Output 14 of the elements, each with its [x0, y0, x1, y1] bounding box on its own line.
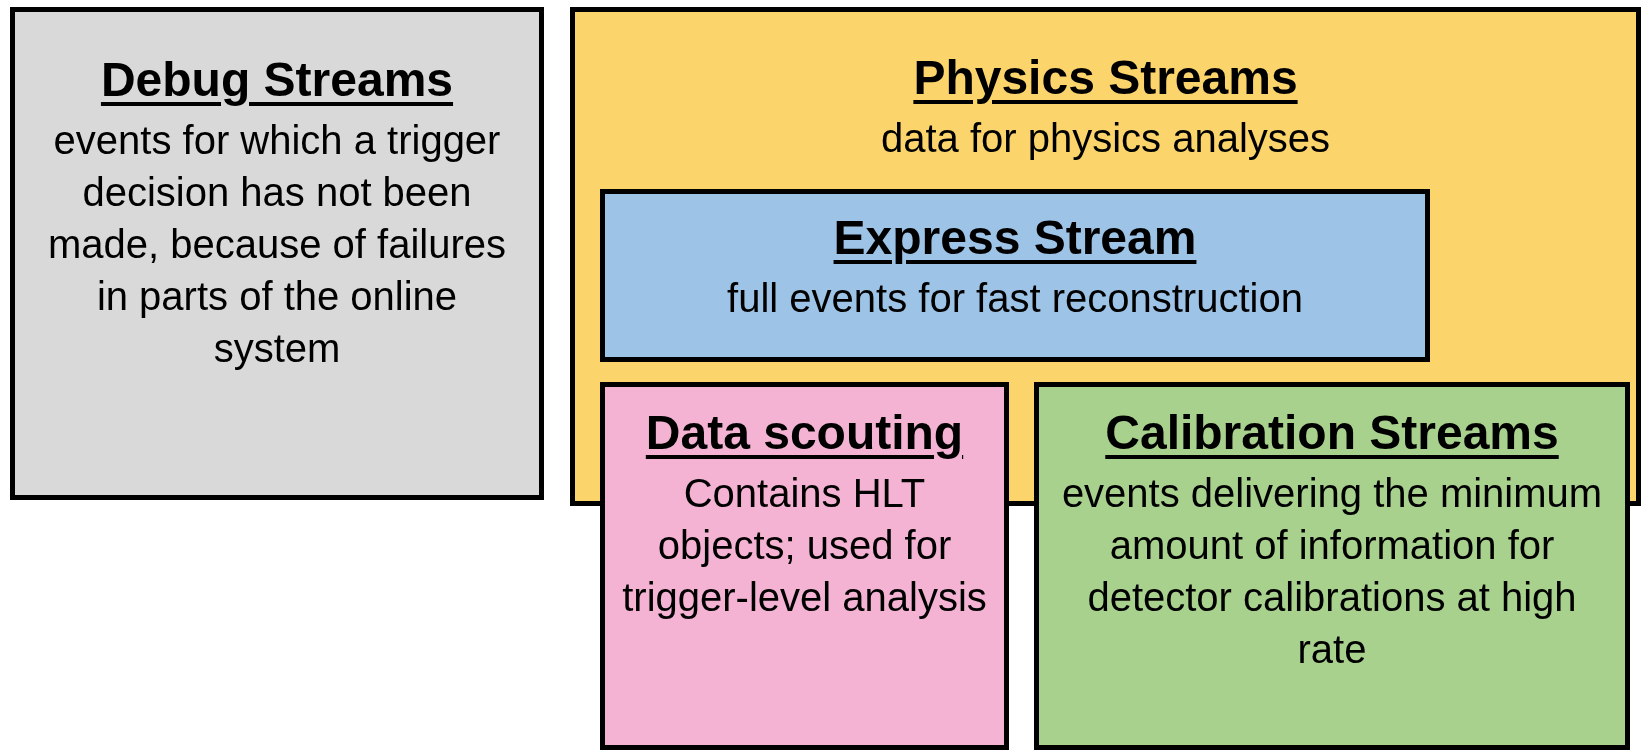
box-description: events delivering the minimum amount of information for detector calibrations at high rate	[1060, 470, 1604, 673]
box-heading: Calibration Streams	[1105, 405, 1559, 461]
box-description: data for physics analyses	[880, 115, 1331, 162]
stream-box	[600, 382, 1009, 750]
box-description: full events for fast reconstruction	[727, 275, 1303, 322]
stream-box	[1034, 382, 1630, 750]
box-description: Contains HLT objects; used for trigger-level analysis	[621, 470, 988, 621]
stream-box	[10, 7, 544, 500]
box-heading: Physics Streams	[913, 50, 1298, 106]
box-description: events for which a trigger decision has not been made, because of failures in parts of the online system	[46, 117, 507, 372]
box-heading: Express Stream	[833, 210, 1197, 266]
box-heading: Debug Streams	[100, 52, 454, 108]
stream-box	[600, 189, 1430, 362]
box-heading: Data scouting	[645, 405, 964, 461]
